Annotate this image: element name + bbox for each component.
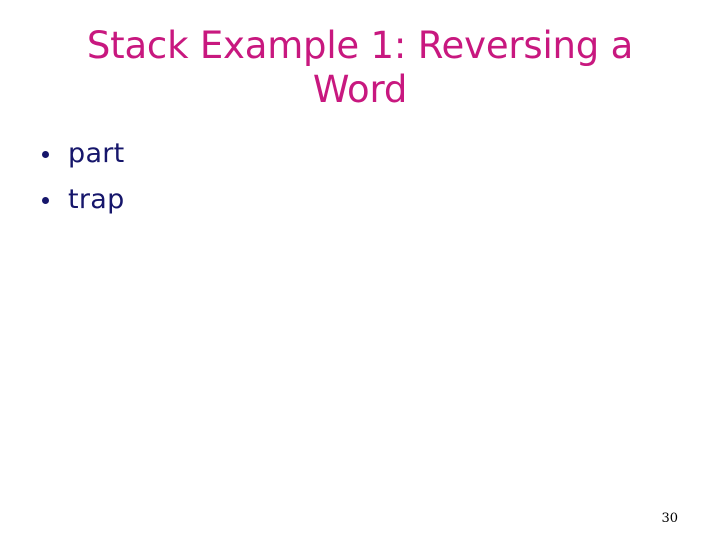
bullet-list: part trap (26, 131, 626, 223)
page-number: 30 (661, 511, 678, 526)
page-title: Stack Example 1: Reversing a Word (86, 24, 634, 111)
bullet-text: part (68, 138, 125, 169)
bullet-text: trap (68, 184, 125, 215)
list-item: part (26, 131, 626, 177)
list-item: trap (26, 177, 626, 223)
bullet-dot-icon (42, 197, 49, 204)
bullet-dot-icon (42, 151, 49, 158)
